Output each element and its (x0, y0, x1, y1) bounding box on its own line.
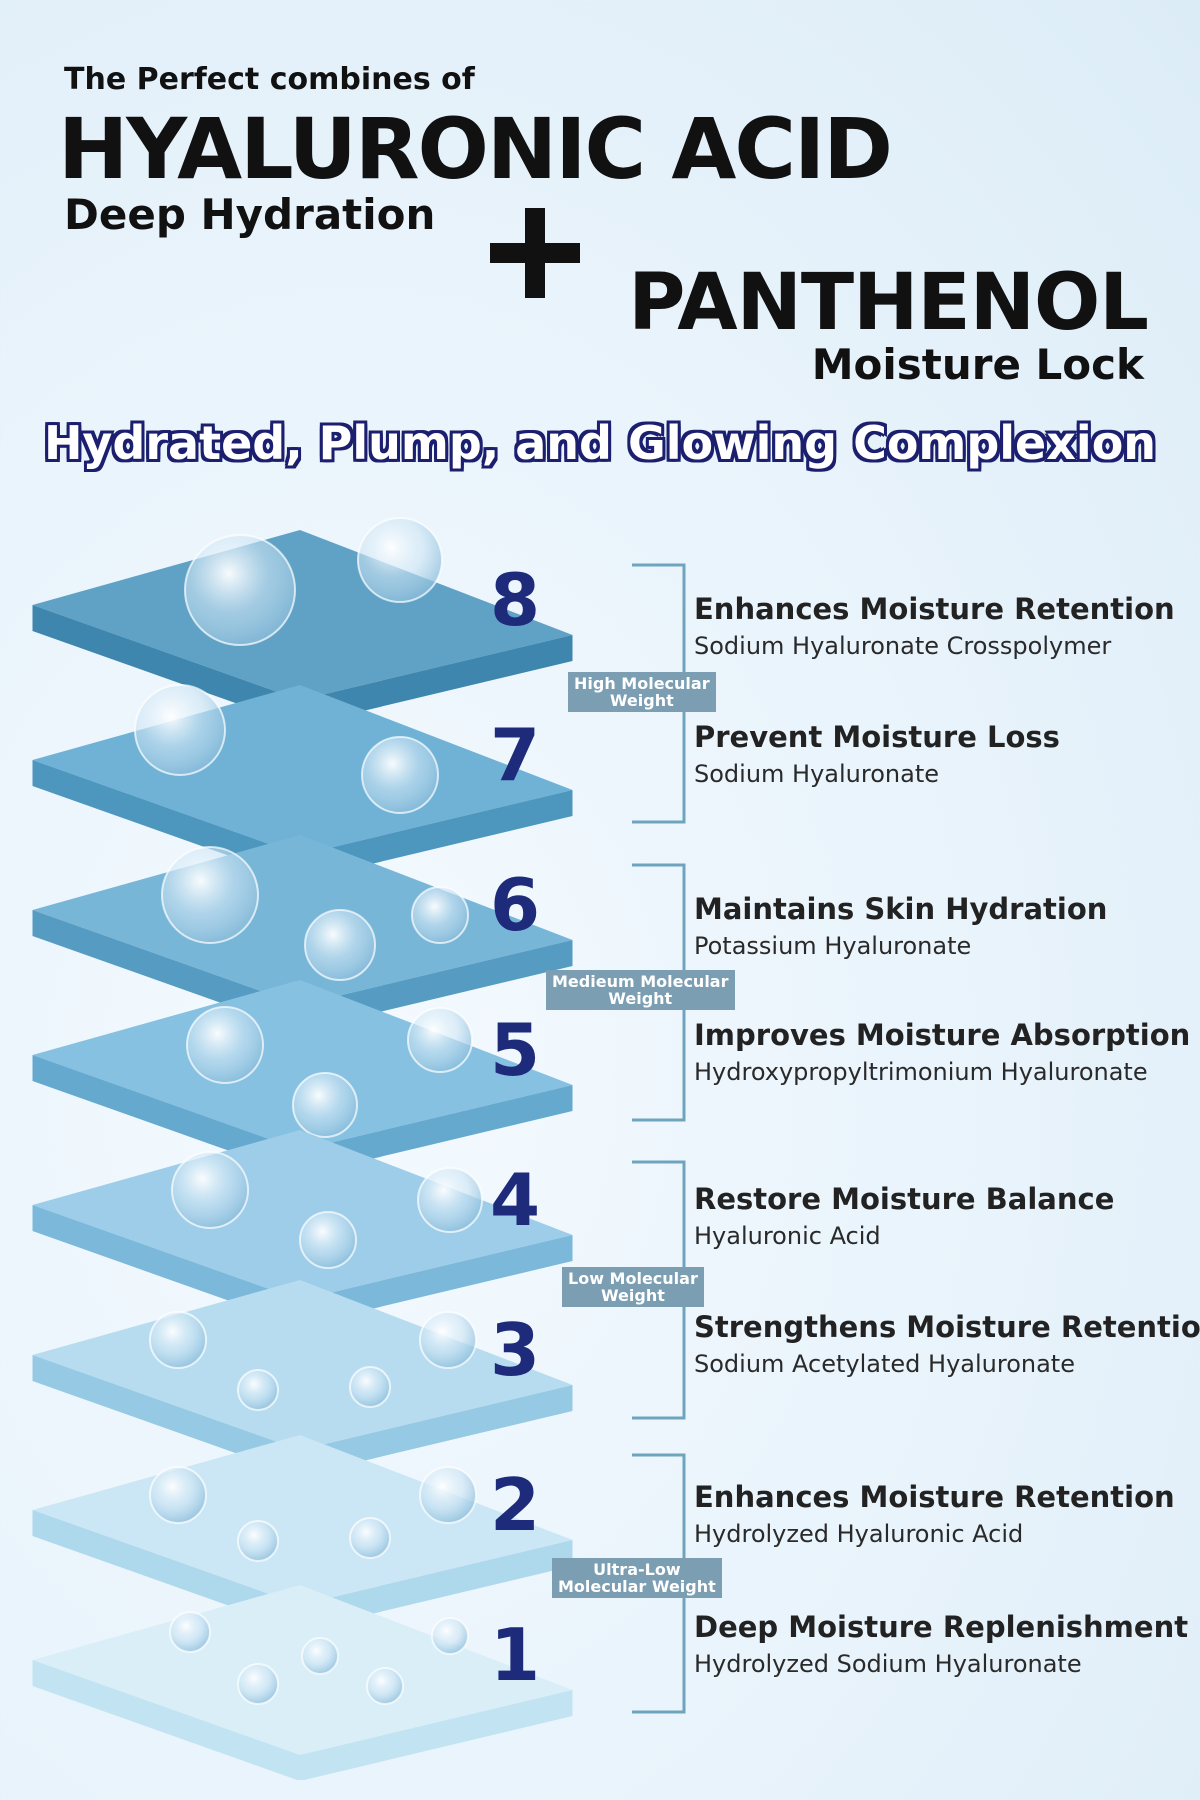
benefit-ingredient: Sodium Hyaluronate (694, 760, 939, 788)
layer-top (32, 980, 573, 1150)
benefit-ingredient: Sodium Hyaluronate Crosspolymer (694, 632, 1112, 660)
bubble-icon (349, 1517, 391, 1559)
intro-text: The Perfect combines of (64, 62, 475, 97)
benefit-ingredient: Hyaluronic Acid (694, 1222, 881, 1250)
bubble-icon (361, 736, 439, 814)
badge-line-1: Ultra-Low (593, 1560, 681, 1579)
bubble-icon (237, 1369, 279, 1411)
benefit-ingredient: Potassium Hyaluronate (694, 932, 972, 960)
layer-number: 7 (490, 713, 540, 797)
layer-number: 3 (490, 1308, 540, 1392)
layer-side (32, 1660, 573, 1780)
bubble-icon (299, 1211, 357, 1269)
benefit-ingredient: Sodium Acetylated Hyaluronate (694, 1350, 1075, 1378)
benefit-title: Enhances Moisture Retention (694, 1480, 1175, 1514)
bubble-icon (349, 1366, 391, 1408)
layer-top (32, 1130, 573, 1300)
badge-line-2: Molecular Weight (558, 1577, 716, 1596)
badge-line-2: Weight (608, 989, 673, 1008)
bubble-icon (407, 1007, 473, 1073)
bubble-icon (237, 1663, 279, 1705)
bubble-icon (186, 1006, 264, 1084)
bubble-icon (366, 1667, 404, 1705)
bubble-icon (149, 1466, 207, 1524)
badge-line-2: Weight (609, 691, 674, 710)
bubble-icon (169, 1611, 211, 1653)
hyaluronic-acid-subtitle: Deep Hydration (64, 190, 436, 239)
layer-stack-illustration: 8 7 6 5 4 3 2 1 (32, 517, 573, 1780)
layer-top (32, 530, 573, 700)
benefit-title: Prevent Moisture Loss (694, 720, 1060, 754)
hyaluronic-acid-title: HYALURONIC ACID (58, 100, 893, 198)
benefit-title: Restore Moisture Balance (694, 1182, 1115, 1216)
layer-number: 8 (490, 558, 540, 642)
panthenol-subtitle: Moisture Lock (811, 340, 1144, 389)
bubble-icon (161, 846, 259, 944)
bubble-icon (304, 909, 376, 981)
bubble-icon (184, 534, 296, 646)
benefit-title: Improves Moisture Absorption (694, 1018, 1191, 1052)
bubble-icon (419, 1311, 477, 1369)
bubble-icon (171, 1151, 249, 1229)
bubble-icon (431, 1617, 469, 1655)
layer-number: 4 (490, 1158, 540, 1242)
layer-number: 2 (490, 1463, 540, 1547)
bubble-icon (292, 1072, 358, 1138)
bubble-icon (417, 1167, 483, 1233)
plus-icon (490, 208, 580, 298)
bubble-icon (134, 684, 226, 776)
bubble-icon (149, 1311, 207, 1369)
bubble-icon (301, 1637, 339, 1675)
badge-line-1: Low Molecular (568, 1269, 698, 1288)
bubble-icon (411, 886, 469, 944)
bubble-icon (237, 1520, 279, 1562)
benefit-ingredient: Hydroxypropyltrimonium Hyaluronate (694, 1058, 1148, 1086)
layer-number: 1 (490, 1613, 540, 1697)
benefit-title: Deep Moisture Replenishment (694, 1610, 1189, 1644)
bubble-icon (419, 1466, 477, 1524)
benefit-title: Enhances Moisture Retention (694, 592, 1175, 626)
benefit-ingredient: Hydrolyzed Hyaluronic Acid (694, 1520, 1024, 1548)
benefit-title: Strengthens Moisture Retention (694, 1310, 1200, 1344)
tagline: Hydrated, Plump, and Glowing Complexion (43, 416, 1157, 470)
layer-number: 5 (490, 1008, 540, 1092)
badge-line-1: High Molecular (574, 674, 710, 693)
layer-number: 6 (490, 863, 540, 947)
layer-top (32, 1585, 573, 1755)
bracket-lines (632, 563, 686, 1714)
badge-line-1: Medieum Molecular (552, 972, 729, 991)
panthenol-title: PANTHENOL (628, 258, 1149, 348)
bubble-icon (357, 517, 443, 603)
benefit-title: Maintains Skin Hydration (694, 892, 1108, 926)
badge-line-2: Weight (600, 1286, 665, 1305)
benefit-ingredient: Hydrolyzed Sodium Hyaluronate (694, 1650, 1082, 1678)
